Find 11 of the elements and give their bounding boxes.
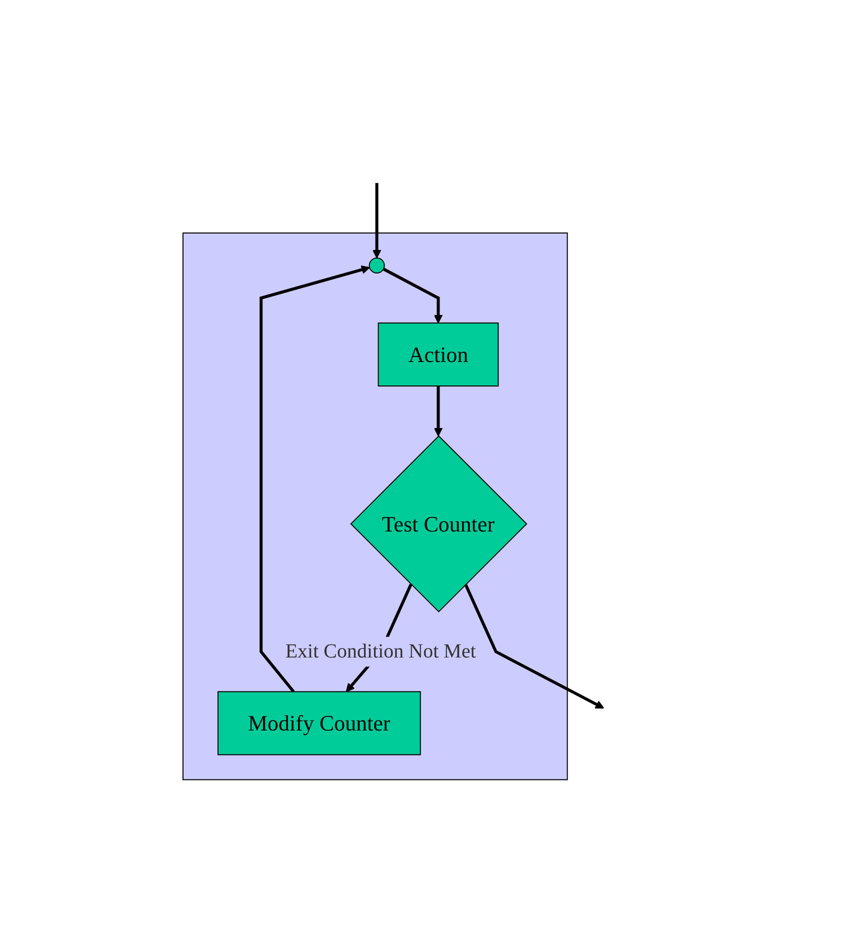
arrow <box>434 386 442 436</box>
node-diamond: Test Counter <box>350 434 528 612</box>
node-box: Modify Counter <box>217 690 421 755</box>
node-circle <box>368 257 385 274</box>
arrow <box>382 267 442 324</box>
edge-label: Exit Condition Not Met <box>285 640 476 662</box>
cluster <box>182 232 568 780</box>
arrow <box>372 182 382 258</box>
arrow <box>464 583 604 708</box>
node-box: Action <box>378 322 499 386</box>
arrow <box>259 265 370 692</box>
